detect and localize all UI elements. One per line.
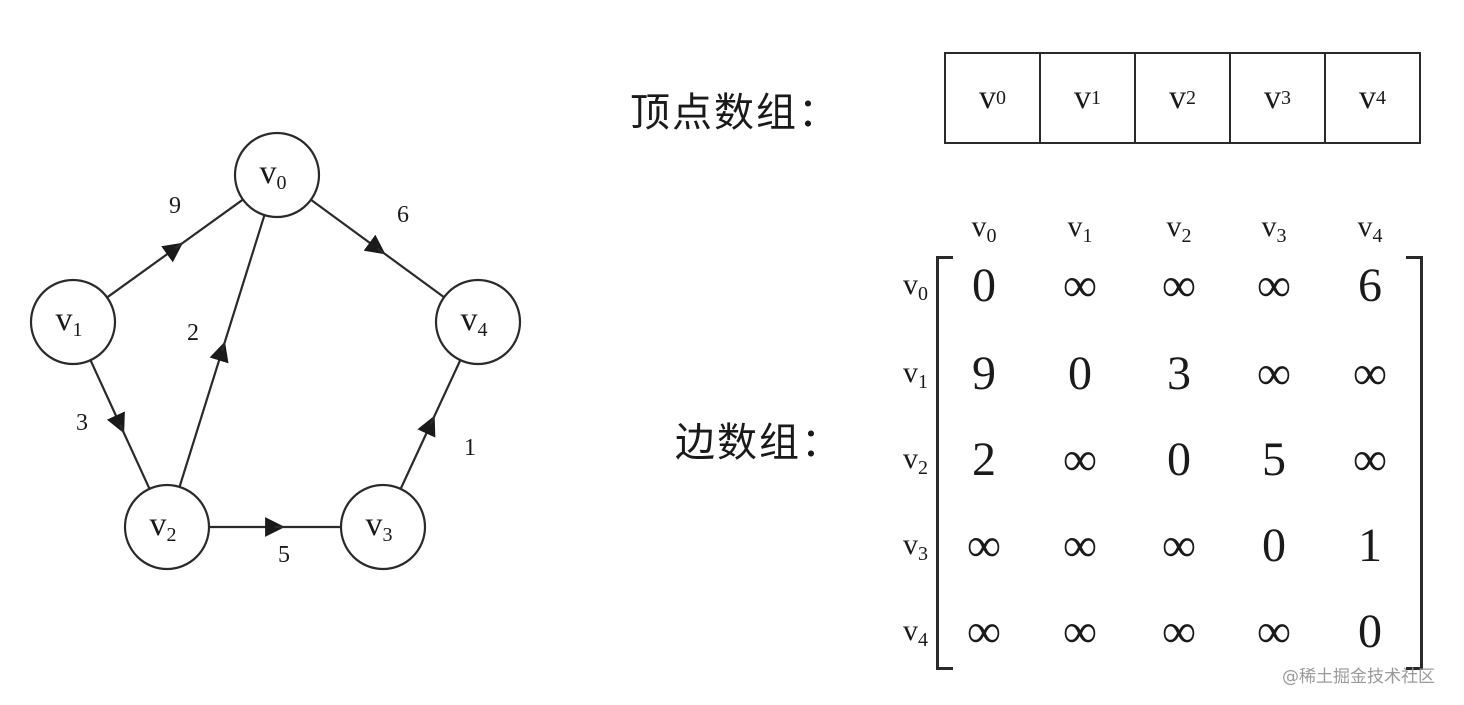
matrix-cell: ∞ bbox=[1062, 259, 1098, 312]
edge-weight-v2-v0: 2 bbox=[187, 320, 199, 346]
matrix-cell: ∞ bbox=[966, 519, 1002, 572]
matrix-col-header-3: v3 bbox=[1261, 210, 1287, 247]
matrix-cell: 0 bbox=[1167, 433, 1191, 486]
matrix-row-header-2: v2 bbox=[903, 442, 928, 479]
matrix-cell: ∞ bbox=[1352, 433, 1388, 486]
edge-v1-v0 bbox=[174, 198, 244, 250]
matrix-cell: 0 bbox=[1262, 519, 1286, 572]
matrix-col-header-1: v1 bbox=[1067, 210, 1093, 247]
matrix-cell: 1 bbox=[1358, 519, 1382, 572]
matrix-col-header-4: v4 bbox=[1357, 210, 1383, 247]
watermark: @稀土掘金技术社区 bbox=[1282, 667, 1435, 687]
matrix-row-header-4: v4 bbox=[903, 614, 928, 651]
matrix-cell: 0 bbox=[1358, 605, 1382, 658]
node-label-v1: v1 bbox=[56, 301, 83, 341]
matrix-row-header-0: v0 bbox=[903, 268, 928, 305]
matrix-cell: 0 bbox=[972, 259, 996, 312]
matrix-cell: 9 bbox=[972, 347, 996, 400]
matrix-row-header-1: v1 bbox=[903, 356, 928, 393]
matrix-cell: ∞ bbox=[1161, 605, 1197, 658]
edge-weight-v1-v0: 9 bbox=[169, 193, 181, 219]
edge-weight-v0-v4: 6 bbox=[397, 202, 409, 228]
matrix-cell: 6 bbox=[1358, 259, 1382, 312]
edge-v1-v0-arrow bbox=[106, 242, 184, 299]
matrix-cell: ∞ bbox=[966, 605, 1002, 658]
matrix-row-header-3: v3 bbox=[903, 528, 928, 565]
matrix-cell: ∞ bbox=[1161, 519, 1197, 572]
matrix-cell: ∞ bbox=[1062, 519, 1098, 572]
edge-v3-v4-arrow bbox=[399, 415, 436, 490]
matrix-right-bracket bbox=[1406, 256, 1423, 670]
vertex-array-label: 顶点数组： bbox=[630, 90, 840, 136]
matrix-cell: ∞ bbox=[1062, 605, 1098, 658]
matrix-cell: ∞ bbox=[1352, 347, 1388, 400]
edge-array-label: 边数组： bbox=[675, 420, 843, 466]
node-v0 bbox=[233, 131, 321, 219]
matrix-cell: ∞ bbox=[1256, 605, 1292, 658]
edge-v3-v4 bbox=[429, 359, 462, 425]
edge-weight-v3-v4: 1 bbox=[464, 435, 476, 461]
edge-v0-v4 bbox=[376, 247, 445, 299]
matrix-cell: 5 bbox=[1262, 433, 1286, 486]
matrix-cell: ∞ bbox=[1161, 259, 1197, 312]
edge-v1-v2-arrow bbox=[89, 359, 125, 434]
node-v4 bbox=[434, 278, 522, 366]
node-v3 bbox=[339, 483, 427, 571]
node-v2 bbox=[123, 483, 211, 571]
node-label-v2: v2 bbox=[150, 506, 177, 546]
matrix-col-header-2: v2 bbox=[1166, 210, 1192, 247]
matrix-cell: 2 bbox=[972, 433, 996, 486]
graph-diagram: 9 6 2 3 5 1 v0 v1 v2 v3 v4 bbox=[29, 131, 522, 571]
edge-v1-v2 bbox=[119, 424, 151, 490]
matrix-cell: ∞ bbox=[1256, 347, 1292, 400]
edge-weight-v1-v2: 3 bbox=[76, 410, 88, 436]
edge-v0-v4-arrow bbox=[310, 198, 386, 255]
matrix-col-header-0: v0 bbox=[971, 210, 997, 247]
matrix-cell: ∞ bbox=[1062, 433, 1098, 486]
matrix-cell: ∞ bbox=[1256, 259, 1292, 312]
node-v1 bbox=[29, 278, 117, 366]
matrix-cell: 3 bbox=[1167, 347, 1191, 400]
edge-v2-v0 bbox=[220, 214, 266, 352]
edge-v2-v0-arrow bbox=[178, 341, 229, 488]
matrix-cell: 0 bbox=[1068, 347, 1092, 400]
node-label-v3: v3 bbox=[366, 506, 393, 546]
matrix-left-bracket bbox=[936, 256, 953, 670]
node-label-v0: v0 bbox=[260, 154, 287, 194]
node-label-v4: v4 bbox=[461, 301, 488, 341]
edge-weight-v2-v3: 5 bbox=[278, 542, 290, 568]
